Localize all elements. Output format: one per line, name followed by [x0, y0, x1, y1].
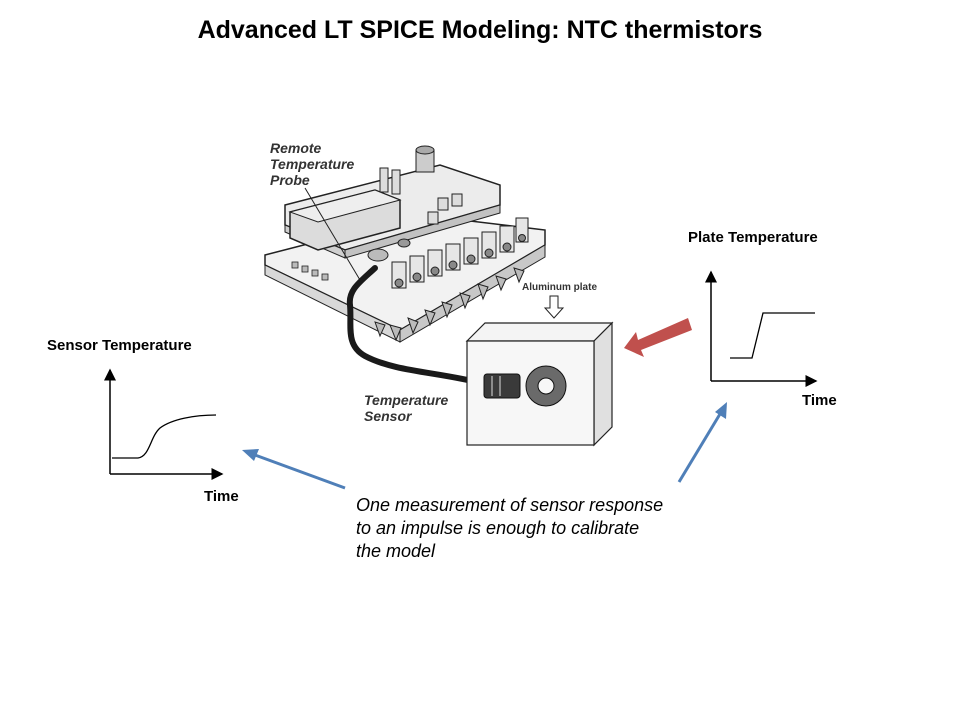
sensor-response-curve	[112, 414, 217, 459]
plate-graph-ylabel: Plate Temperature	[688, 229, 818, 246]
heat-input-arrow	[624, 318, 692, 357]
probe-label-line2: Temperature	[270, 156, 355, 172]
sensor-graph-xlabel: Time	[204, 488, 239, 505]
plate-temperature-graph	[705, 270, 818, 387]
sensor-label-line2: Sensor	[364, 408, 413, 424]
probe-label-line3: Probe	[270, 172, 310, 188]
probe-cable	[346, 265, 488, 387]
sensor-graph-ylabel: Sensor Temperature	[47, 337, 192, 354]
ring-lug-sensor	[483, 373, 521, 399]
sensor-temperature-graph	[104, 368, 224, 480]
callout-line-2: to an impulse is enough to calibrate	[356, 518, 640, 538]
callout-line-1: One measurement of sensor response	[356, 495, 664, 515]
callout-arrow-right	[677, 402, 727, 483]
sensor-label-line1: Temperature	[364, 392, 449, 408]
aluminum-plate-label: Aluminum plate	[522, 282, 597, 293]
circuit-board-illustration: Remote Temperature Probe	[264, 140, 546, 387]
slide-title: Advanced LT SPICE Modeling: NTC thermist…	[197, 16, 763, 44]
callout-arrow-left	[242, 449, 346, 490]
callout-text: One measurement of sensor response to an…	[356, 494, 736, 563]
plate-graph-xlabel: Time	[802, 392, 837, 409]
callout-line-3: the model	[356, 541, 436, 561]
probe-label-line1: Remote	[270, 140, 322, 156]
plate-step-curve	[730, 312, 815, 359]
aluminum-plate: Aluminum plate	[465, 282, 614, 447]
